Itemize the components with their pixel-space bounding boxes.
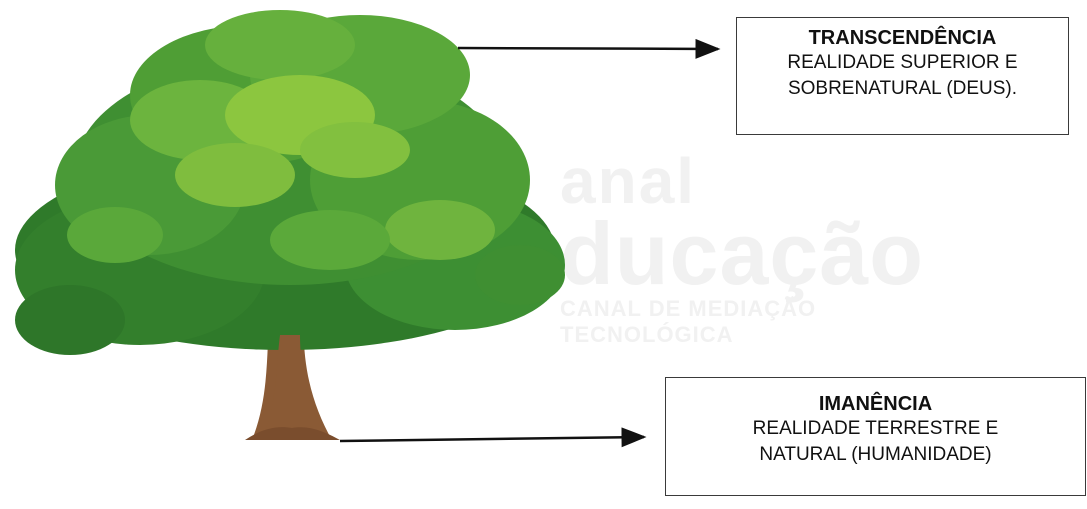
watermark-line-3: CANAL DE MEDIAÇÃO TECNOLÓGICA <box>560 296 817 347</box>
tree-canopy <box>15 10 565 355</box>
immanence-box: IMANÊNCIA REALIDADE TERRESTRE E NATURAL … <box>665 377 1086 496</box>
watermark: anal ducação CANAL DE MEDIAÇÃO TECNOLÓGI… <box>560 145 925 348</box>
immanence-line-1: REALIDADE TERRESTRE E <box>752 418 999 439</box>
tree-trunk-base <box>262 335 326 440</box>
watermark-line-2: ducação <box>560 204 925 303</box>
immanence-title: IMANÊNCIA <box>818 393 933 415</box>
watermark-line-1: anal <box>560 145 697 217</box>
immanence-line-2: NATURAL (HUMANIDADE) <box>759 444 992 465</box>
transcendence-line-2: SOBRENATURAL (DEUS). <box>787 78 1018 99</box>
arrow-to-immanence <box>339 427 647 448</box>
transcendence-box: TRANSCENDÊNCIA REALIDADE SUPERIOR E SOBR… <box>736 17 1069 135</box>
tree-illustration <box>15 10 565 440</box>
tree-roots <box>245 427 340 440</box>
arrow-to-transcendence <box>457 38 721 59</box>
transcendence-title: TRANSCENDÊNCIA <box>808 27 997 49</box>
transcendence-line-1: REALIDADE SUPERIOR E <box>787 52 1018 73</box>
